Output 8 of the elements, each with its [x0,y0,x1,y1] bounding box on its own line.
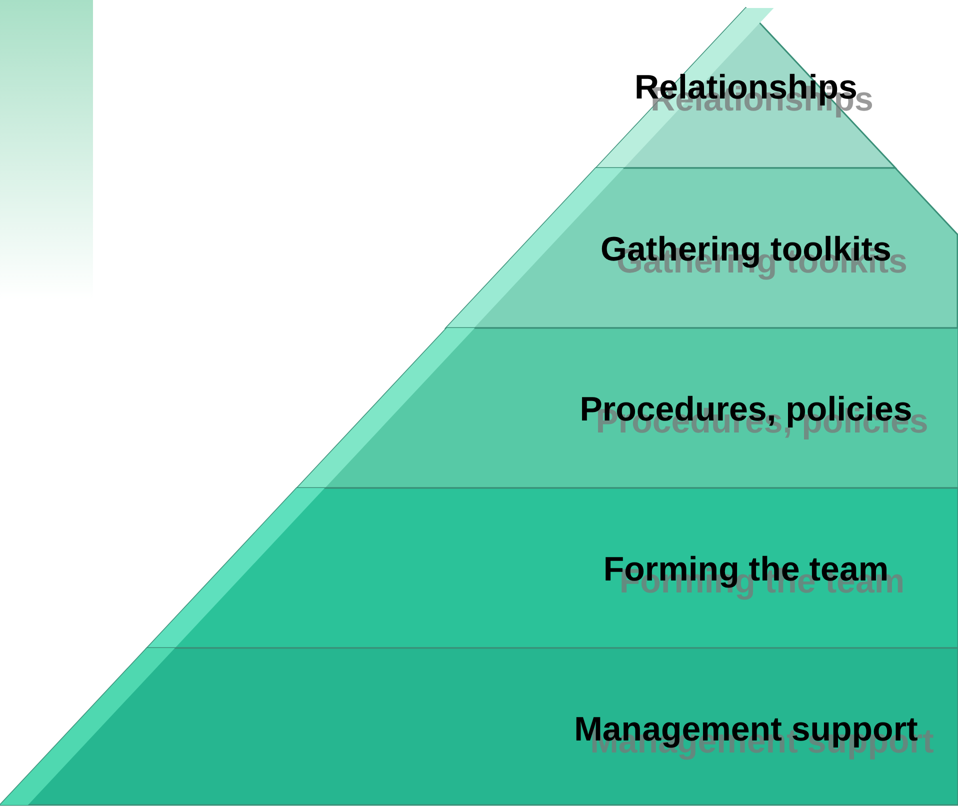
level-label: Management support [574,710,918,750]
level-label: Gathering toolkits [600,230,892,270]
pyramid-level [296,328,958,488]
pyramid-level [0,648,958,805]
pyramid-level [446,168,958,328]
pyramid-level [146,488,958,648]
level-label: Forming the team [603,550,889,590]
level-label: Procedures, policies [580,390,912,430]
